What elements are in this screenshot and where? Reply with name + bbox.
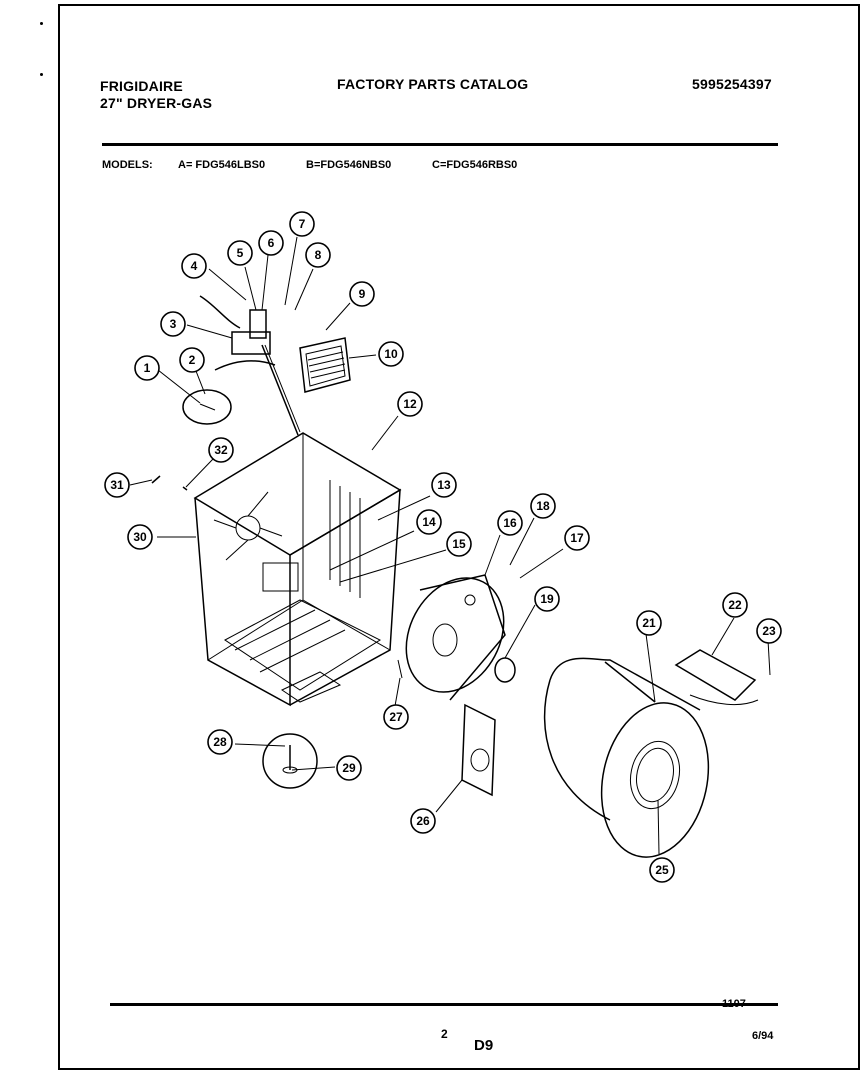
callout-14: 14 [416, 509, 442, 535]
callout-label: 22 [728, 598, 742, 612]
callout-label: 28 [213, 735, 227, 749]
catalog-number: 5995254397 [692, 76, 772, 92]
callout-13: 13 [431, 472, 457, 498]
model-c: C=FDG546RBS0 [432, 159, 518, 171]
callout-label: 9 [359, 287, 366, 301]
leveling-leg [262, 733, 318, 789]
callout-26: 26 [410, 808, 436, 834]
callout-31: 31 [104, 472, 130, 498]
callout-label: 26 [416, 814, 430, 828]
callout-label: 1 [144, 361, 151, 375]
drum-baffle [674, 649, 759, 705]
callout-label: 23 [762, 624, 776, 638]
callout-16: 16 [497, 510, 523, 536]
callout-label: 19 [540, 592, 554, 606]
callout-label: 6 [268, 236, 275, 250]
callout-label: 30 [133, 530, 147, 544]
callout-3: 3 [160, 311, 186, 337]
igniter-arm [261, 344, 299, 436]
callout-label: 29 [342, 761, 356, 775]
scan-speck [40, 22, 43, 25]
callout-12: 12 [397, 391, 423, 417]
callout-label: 7 [299, 217, 306, 231]
callout-label: 13 [437, 478, 451, 492]
header-rule [102, 143, 778, 146]
callout-label: 3 [170, 317, 177, 331]
callout-21: 21 [636, 610, 662, 636]
revision-date: 6/94 [752, 1030, 774, 1042]
callout-4: 4 [181, 253, 207, 279]
callout-17: 17 [564, 525, 590, 551]
callout-7: 7 [289, 211, 315, 237]
callout-label: 31 [110, 478, 124, 492]
dryer-drum [543, 657, 710, 858]
callout-label: 4 [191, 259, 198, 273]
screw-32 [182, 486, 188, 491]
callout-label: 17 [570, 531, 584, 545]
callout-10: 10 [378, 341, 404, 367]
blower-housing [461, 703, 496, 797]
thermostat-assembly [199, 295, 276, 371]
callout-label: 21 [642, 616, 656, 630]
callout-2: 2 [179, 347, 205, 373]
callout-label: 12 [403, 397, 417, 411]
callout-6: 6 [258, 230, 284, 256]
page-number: 2 [441, 1027, 448, 1041]
section-code: D9 [474, 1037, 494, 1054]
callout-28: 28 [207, 729, 233, 755]
callout-23: 23 [756, 618, 782, 644]
callout-label: 15 [452, 537, 466, 551]
callout-label: 2 [189, 353, 196, 367]
product-name: 27" DRYER-GAS [100, 95, 213, 111]
callout-5: 5 [227, 240, 253, 266]
callout-25: 25 [649, 857, 675, 883]
callout-32: 32 [208, 437, 234, 463]
callout-18: 18 [530, 493, 556, 519]
brand-name: FRIGIDAIRE [100, 78, 183, 94]
rear-screw [397, 659, 403, 679]
callout-layer: 1234567891012131415161718192122232526272… [104, 211, 782, 883]
callout-label: 10 [384, 347, 398, 361]
callout-label: 16 [503, 516, 517, 530]
front-bulkhead [405, 574, 506, 701]
callout-label: 8 [315, 248, 322, 262]
lint-filter [299, 337, 351, 393]
leader-lines [129, 236, 771, 855]
catalog-title: FACTORY PARTS CATALOG [337, 76, 529, 92]
callout-30: 30 [127, 524, 153, 550]
callout-label: 25 [655, 863, 669, 877]
models-label: MODELS: [102, 159, 153, 171]
cabinet [193, 432, 402, 707]
footer-rule [110, 1003, 778, 1006]
door-switch-detail [182, 389, 232, 425]
callout-label: 14 [422, 515, 436, 529]
callout-27: 27 [383, 704, 409, 730]
model-a: A= FDG546LBS0 [178, 159, 266, 171]
callout-19: 19 [534, 586, 560, 612]
clip-31 [151, 475, 161, 484]
callout-9: 9 [349, 281, 375, 307]
callout-1: 1 [134, 355, 160, 381]
callout-label: 18 [536, 499, 550, 513]
model-b: B=FDG546NBS0 [306, 159, 392, 171]
callout-8: 8 [305, 242, 331, 268]
callout-15: 15 [446, 531, 472, 557]
callout-label: 27 [389, 710, 403, 724]
drum-roller [494, 657, 516, 683]
page-frame [58, 4, 860, 1070]
callout-22: 22 [722, 592, 748, 618]
callout-label: 32 [214, 443, 228, 457]
callout-label: 5 [237, 246, 244, 260]
callout-29: 29 [336, 755, 362, 781]
scan-speck [40, 73, 43, 76]
